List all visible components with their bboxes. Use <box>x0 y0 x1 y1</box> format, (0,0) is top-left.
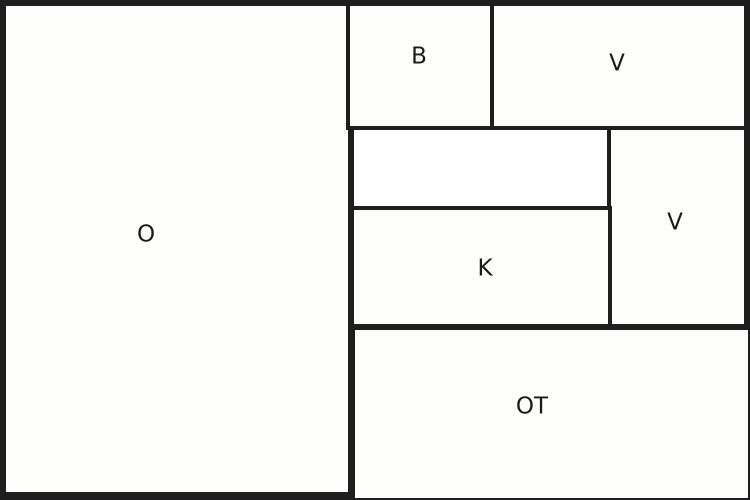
room-v-right-label: V <box>667 209 683 236</box>
room-k-label: K <box>477 255 493 282</box>
bottom-wall <box>0 492 354 500</box>
room-k <box>350 206 612 330</box>
room-b-label: B <box>411 43 427 70</box>
room-ot <box>349 324 750 500</box>
room-v-top <box>490 0 750 130</box>
room-o <box>0 0 354 500</box>
room-o-label: O <box>136 221 156 248</box>
room-v-top-label: V <box>609 50 625 77</box>
room-ot-label: OT <box>515 393 549 420</box>
room-b <box>346 0 494 130</box>
